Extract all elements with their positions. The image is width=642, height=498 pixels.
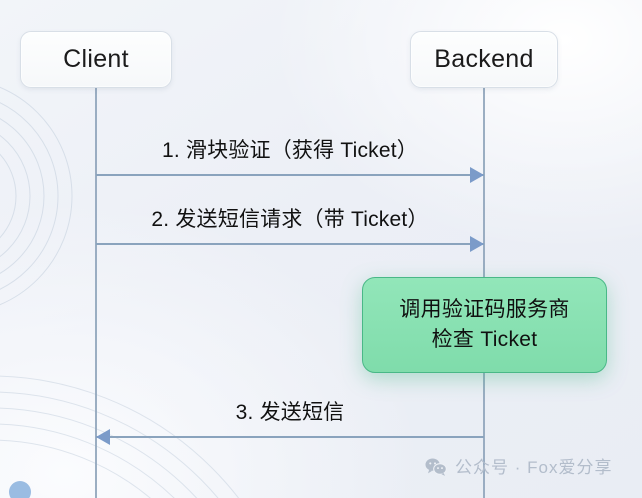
message-3-line [96,436,484,438]
watermark: 公众号 · Fox爱分享 [425,458,612,476]
watermark-text: 公众号 · Fox爱分享 [455,457,613,477]
message-1-label: 1. 滑块验证（获得 Ticket） [161,139,418,162]
note-backend-verification[interactable]: 调用验证码服务商 检查 Ticket [362,277,607,373]
message-2-arrowhead-right-icon [470,236,484,252]
lifeline-client [95,88,97,498]
message-1-arrowhead-right-icon [470,167,484,183]
participant-client[interactable]: Client [20,31,172,88]
wechat-icon [425,458,447,476]
participant-backend-label: Backend [434,45,534,73]
message-2-line [96,243,484,245]
message-3-arrowhead-left-icon [96,429,110,445]
note-line-1: 调用验证码服务商 [399,297,570,321]
message-1-line [96,174,484,176]
note-line-2: 检查 Ticket [431,328,538,351]
message-2-label: 2. 发送短信请求（带 Ticket） [151,208,429,231]
participant-client-label: Client [63,45,129,73]
participant-backend[interactable]: Backend [410,31,558,88]
message-3-label: 3. 发送短信 [235,401,345,424]
